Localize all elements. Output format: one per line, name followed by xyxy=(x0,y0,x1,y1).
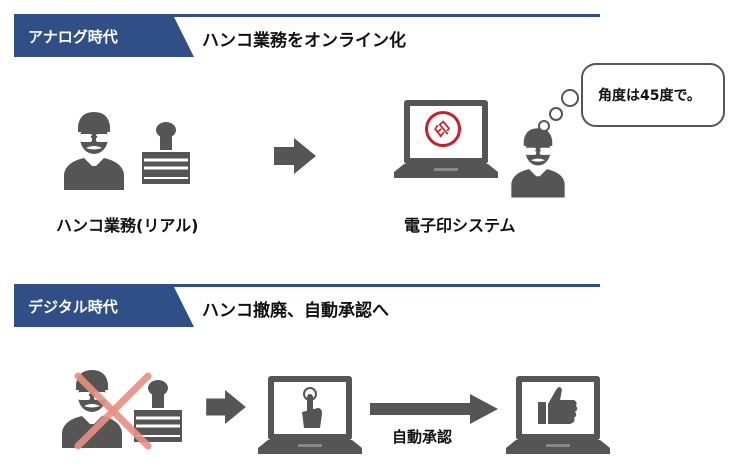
tag-shape xyxy=(14,287,194,327)
hanko-stamp-icon xyxy=(142,122,190,184)
section1-rule xyxy=(14,14,600,17)
digital-stamp-caption: 電子印システム xyxy=(404,216,516,235)
businessman-icon xyxy=(64,112,124,190)
section1-tag-label: アナログ時代 xyxy=(28,28,118,46)
section1-heading: ハンコ業務をオンライン化 xyxy=(202,31,406,51)
section2-rule xyxy=(14,284,600,287)
tag-shape xyxy=(14,17,194,57)
long-arrow-icon xyxy=(370,394,498,424)
laptop-thumbs-up-icon xyxy=(506,376,610,454)
stamp-circle: 印 xyxy=(425,111,461,147)
auto-approve-label: 自動承認 xyxy=(392,428,453,446)
cross-mark-icon xyxy=(74,372,152,450)
section2-tag-label: デジタル時代 xyxy=(28,298,118,316)
section2-heading: ハンコ撤廃、自動承認へ xyxy=(202,301,389,321)
section1-tag: アナログ時代 xyxy=(14,17,194,57)
section2-tag: デジタル時代 xyxy=(14,287,194,327)
stamp-char: 印 xyxy=(431,117,455,142)
arrow-right-icon xyxy=(274,138,316,174)
arrow-right-icon xyxy=(206,390,246,424)
analog-caption: ハンコ業務(リアル) xyxy=(56,216,199,235)
laptop-touch-icon xyxy=(258,376,362,454)
businessman-icon xyxy=(511,128,565,198)
thought-bubble xyxy=(538,63,725,132)
thought-text: 角度は45度で。 xyxy=(598,88,701,104)
